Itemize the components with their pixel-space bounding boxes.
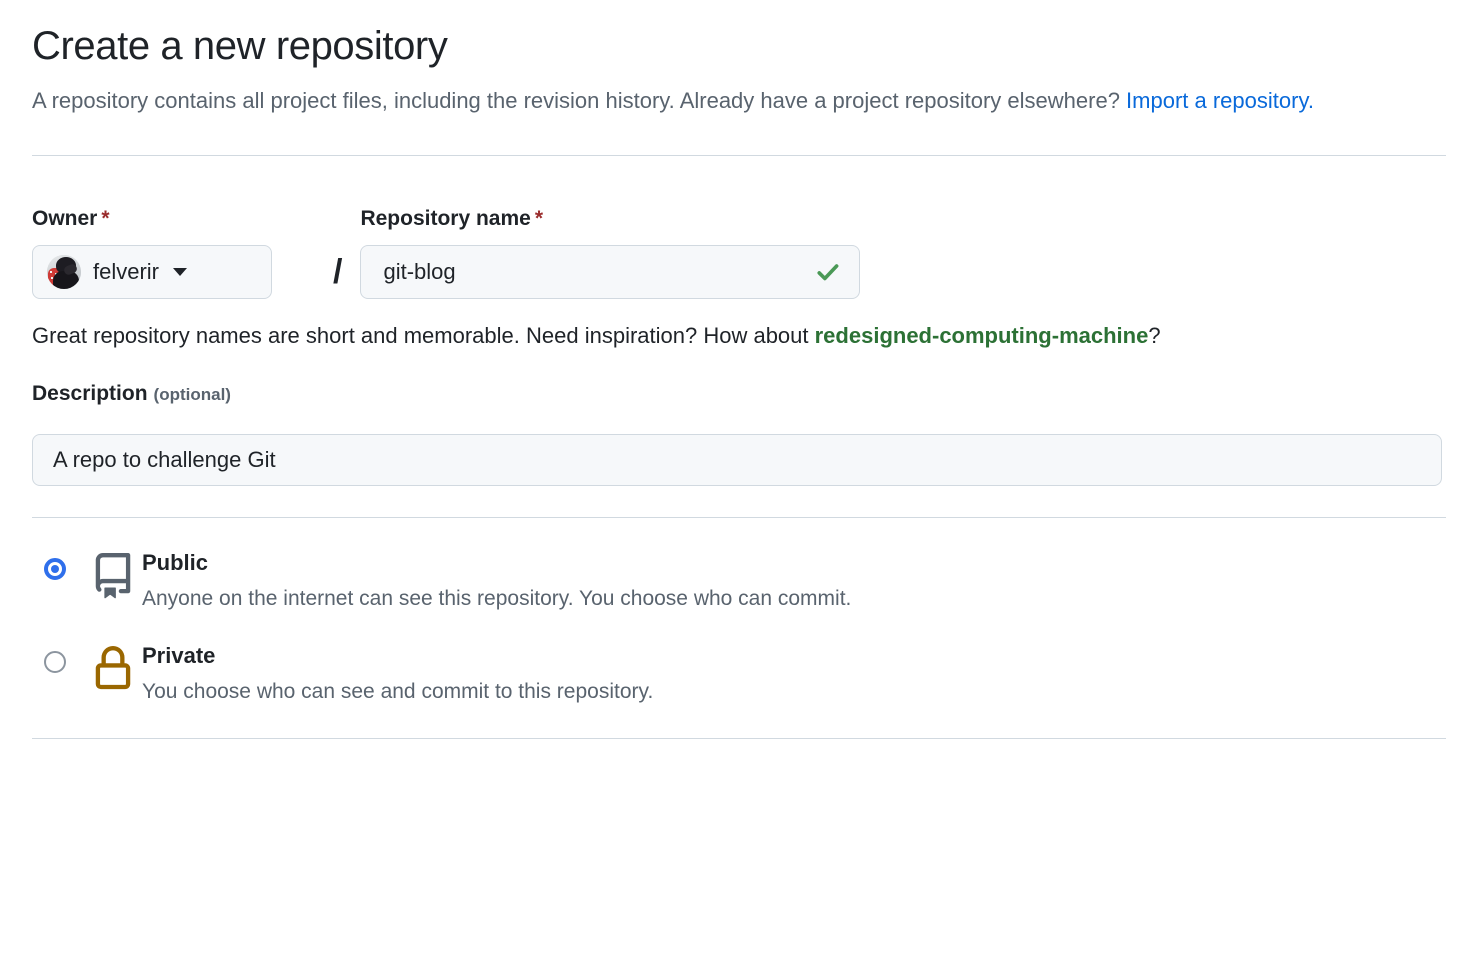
radio-private[interactable] xyxy=(44,651,66,673)
create-repository-page: Create a new repository A repository con… xyxy=(0,22,1478,739)
owner-required-marker: * xyxy=(101,207,110,230)
suggested-repository-name: redesigned-computing-machine xyxy=(814,323,1149,348)
radio-public[interactable] xyxy=(44,558,66,580)
owner-select-value: felverir xyxy=(93,259,160,284)
repository-name-required-marker: * xyxy=(534,207,544,230)
visibility-options: Public Anyone on the internet can see th… xyxy=(32,546,1446,706)
description-field: Description (optional) xyxy=(32,381,1446,486)
repo-book-icon xyxy=(90,553,142,599)
description-label-text: Description xyxy=(32,382,148,405)
repository-name-input[interactable] xyxy=(360,245,861,299)
visibility-public-description: Anyone on the internet can see this repo… xyxy=(142,587,852,610)
import-repository-link[interactable]: Import a repository. xyxy=(1126,88,1314,113)
visibility-option-public[interactable]: Public Anyone on the internet can see th… xyxy=(32,546,1446,613)
page-subtitle-text: A repository contains all project files,… xyxy=(32,88,1127,113)
description-optional-tag: (optional) xyxy=(153,385,231,404)
hint-text-after: ? xyxy=(1148,323,1161,348)
repository-identity-fields: Owner* felverir / Repository name* xyxy=(32,206,1446,299)
repository-name-label: Repository name* xyxy=(360,206,860,232)
visibility-public-text: Public Anyone on the internet can see th… xyxy=(142,546,851,613)
description-label: Description (optional) xyxy=(32,381,1446,408)
visibility-private-description: You choose who can see and commit to thi… xyxy=(142,680,654,703)
description-input[interactable] xyxy=(32,434,1442,486)
divider-description xyxy=(32,517,1446,518)
visibility-private-title: Private xyxy=(142,643,216,668)
owner-field: Owner* felverir xyxy=(32,206,319,299)
visibility-private-text: Private You choose who can see and commi… xyxy=(142,639,653,706)
visibility-option-private[interactable]: Private You choose who can see and commi… xyxy=(32,639,1446,706)
page-subtitle: A repository contains all project files,… xyxy=(32,80,1332,121)
divider-visibility xyxy=(32,738,1446,739)
visibility-public-title: Public xyxy=(142,550,209,575)
owner-name-separator: / xyxy=(333,253,343,291)
avatar xyxy=(47,255,81,289)
repository-name-field: Repository name* xyxy=(360,206,861,299)
repository-name-label-text: Repository name xyxy=(360,207,531,230)
owner-select[interactable]: felverir xyxy=(32,245,272,299)
page-title: Create a new repository xyxy=(32,24,448,68)
lock-icon xyxy=(90,646,142,692)
owner-label: Owner* xyxy=(32,206,319,232)
repository-name-hint: Great repository names are short and mem… xyxy=(32,315,1388,356)
divider-header xyxy=(32,155,1446,156)
chevron-down-icon xyxy=(173,268,188,276)
hint-text-before: Great repository names are short and mem… xyxy=(32,323,815,348)
owner-label-text: Owner xyxy=(32,207,98,230)
